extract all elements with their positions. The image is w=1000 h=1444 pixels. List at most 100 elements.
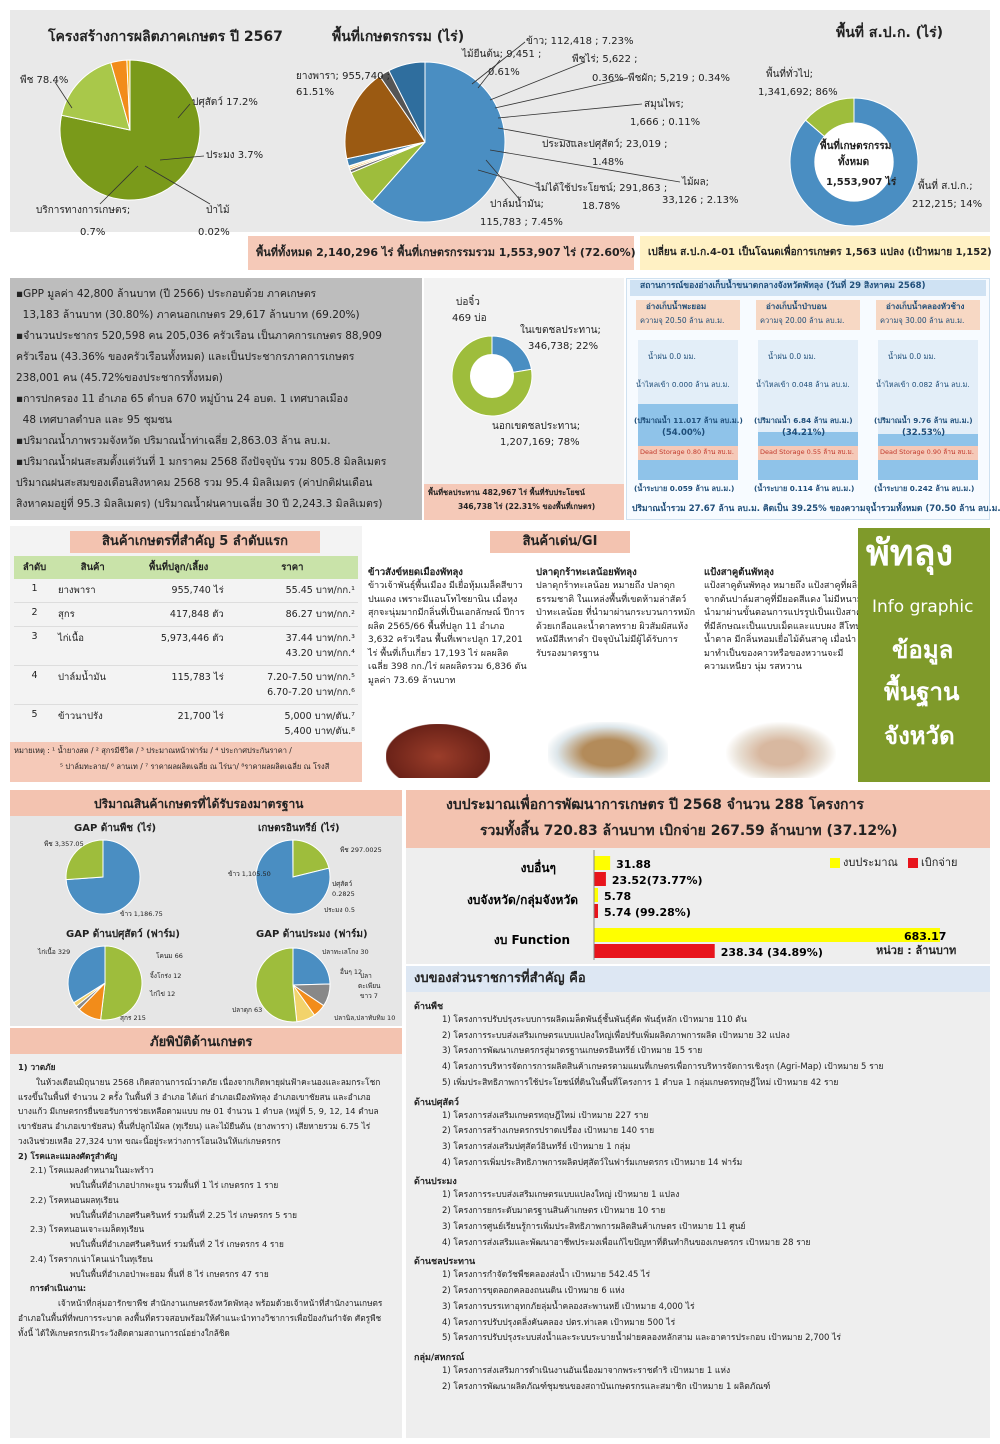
area-field-a: พืชไร่; 5,622 ; <box>572 54 638 65</box>
organic-l4: ประมง 0.5 <box>324 906 355 914</box>
reservoir-water <box>638 404 738 480</box>
reservoir-dead-bar <box>758 446 858 460</box>
gap-live-l5: สุกร 215 <box>120 1014 146 1022</box>
table-cell: ไก่เนื้อ <box>55 626 131 666</box>
agri-area-leader-lines <box>471 41 681 201</box>
structure-label-crop: พืช 78.4% <box>20 75 69 86</box>
alro-title: พื้นที่ ส.ป.ก. (ไร่) <box>836 25 943 41</box>
brand-data: ข้อมูล <box>892 636 954 664</box>
area-fishery-a: ประมงและปศุสัตว์; 23,019 ; <box>542 139 668 150</box>
reservoir-rain: น้ำฝน 0.0 มม. <box>888 352 936 361</box>
structure-label-service-b: 0.7% <box>80 227 106 238</box>
reservoir-release: (น้ำระบาย 0.114 ล้าน ลบ.ม.) <box>754 484 855 493</box>
total-area-text: พื้นที่ทั้งหมด 2,140,296 ไร่ พื้นที่เกษต… <box>256 246 636 259</box>
top5-header-cell: ราคา <box>226 556 358 579</box>
disaster-pest-title: 2.3) โรคหนอนเจาะเมล็ดทุเรียน <box>30 1224 145 1235</box>
irrigation-wells-b: 469 บ่อ <box>452 313 487 324</box>
spent-bar <box>594 872 606 886</box>
spent-value-label: 5.74 (99.28%) <box>604 906 691 919</box>
table-cell: 86.27 บาท/กก.² <box>226 602 358 627</box>
project-item: 4) โครงการบริหารจัดการการผลิตสินค้าเกษตร… <box>442 1062 884 1073</box>
table-cell: 5,973,446 ตัว <box>130 626 227 666</box>
project-item: 1) โครงการระบบส่งเสริมเกษตรแบบแปลงใหญ่ เ… <box>442 1190 680 1201</box>
gpp-line: 238,001 คน (45.72%ของประชากรทั้งหมด) <box>16 372 223 384</box>
gap-fish-l3c: ขาว 7 <box>360 992 378 1000</box>
legend-budget-swatch <box>830 858 840 868</box>
spent-value-label: 23.52(73.77%) <box>612 874 703 887</box>
project-item: 3) โครงการศูนย์เรียนรู้การเพิ่มประสิทธิภ… <box>442 1221 746 1232</box>
organic-l1: พืช 297.0025 <box>340 846 382 854</box>
alro-general-a: พื้นที่ทั่วไป; <box>766 69 813 80</box>
alro-center-b: ทั้งหมด <box>838 157 870 168</box>
gap-crop-l1: พืช 3,357.05 <box>44 840 84 848</box>
reservoir-dead: Dead Storage 0.90 ล้าน ลบ.ม. <box>880 448 974 456</box>
project-item: 4) โครงการเพิ่มประสิทธิภาพการผลิตปศุสัตว… <box>442 1157 743 1168</box>
gpp-line: ▪การปกครอง 11 อำเภอ 65 ตำบล 670 หมู่บ้าน… <box>16 393 348 405</box>
reservoir-name: อ่างเก็บน้ำป่าบอน <box>766 302 827 311</box>
gi-body: แป้งสาคูต้นพัทลุง หมายถึง แป้งสาคูที่ผลิ… <box>704 581 864 673</box>
gpp-bullets: ▪GPP มูลค่า 42,800 ล้านบาท (ปี 2566) ประ… <box>16 284 420 515</box>
structure-label-forest-b: 0.02% <box>198 227 230 238</box>
reservoir-dead: Dead Storage 0.80 ล้าน ลบ.ม. <box>640 448 734 456</box>
reservoir-card: อ่างเก็บน้ำป่าบอน ความจุ 20.00 ล้าน ลบ.ม… <box>752 300 864 500</box>
budget-category-label: งบอื่นๆ <box>521 859 556 875</box>
budget-bar <box>594 928 940 942</box>
organic-pie <box>255 839 331 915</box>
projects-title-bar <box>406 966 990 992</box>
gi-column: ปลาดุกร้าทะเลน้อยพัทลุงปลาดุกร้าทะเลน้อย… <box>536 566 696 661</box>
budget-value-label: 31.88 <box>616 858 651 871</box>
area-unused-b: 18.78% <box>582 201 621 212</box>
area-rubber-b: 61.51% <box>296 87 335 98</box>
structure-slice-1 <box>60 62 131 131</box>
reservoir-capacity: ความจุ 30.00 ล้าน ลบ.ม. <box>880 316 965 325</box>
disaster-h3: การดำเนินงาน: <box>30 1283 87 1294</box>
top5-header-cell: สินค้า <box>55 556 131 579</box>
disaster-pest-detail: พบในพื้นที่อำเภอศรีนครินทร์ รวมพื้นที่ 2… <box>70 1209 298 1220</box>
disaster-body: 1) วาตภัย ในห้วงเดือนมิถุนายน 2568 เกิดส… <box>18 1060 394 1341</box>
organic-slice-1 <box>255 839 331 915</box>
budget-unit: หน่วย : ล้านบาท <box>876 944 957 957</box>
budget-value-label: 683.17 <box>904 930 946 943</box>
table-cell: 37.44 บาท/กก.³ 43.20 บาท/กก.⁴ <box>226 626 358 666</box>
area-perennial-a: ไม้ยืนต้น; 9,451 ; <box>462 49 542 60</box>
alro-center-c: 1,553,907 ไร่ <box>826 177 897 188</box>
area-herb-b: 1,666 ; 0.11% <box>630 117 701 128</box>
area-fishery-b: 1.48% <box>592 157 624 168</box>
reservoir-title: สถานการณ์ของอ่างเก็บน้ำขนาดกลางจังหวัดพั… <box>640 281 926 291</box>
brand-basic: พื้นฐาน <box>884 678 960 706</box>
projects-section-head: ด้านพืช <box>414 1002 444 1012</box>
gi-head: ปลาดุกร้าทะเลน้อยพัทลุง <box>536 567 637 578</box>
top5-header-cell: พื้นที่ปลูก/เลี้ยง <box>130 556 227 579</box>
structure-title: โครงสร้างการผลิตภาคเกษตร ปี 2567 <box>48 29 283 45</box>
gap-fish-l5: ปลาดุก 63 <box>232 1006 263 1014</box>
reservoir-percent: (34.21%) <box>782 428 826 438</box>
structure-leader-lines <box>54 81 211 205</box>
reservoir-header <box>876 300 980 330</box>
reservoir-dead-bar <box>638 446 738 460</box>
project-item: 2) โครงการยกระดับมาตรฐานสินค้าเกษตร เป้า… <box>442 1206 666 1217</box>
structure-label-service-a: บริการทางการเกษตร; <box>36 205 131 216</box>
projects-section-head: ด้านประมง <box>414 1177 457 1188</box>
table-cell: 115,783 ไร่ <box>130 665 227 705</box>
gpp-line: ▪ปริมาณน้ำฝนสะสมตั้งแต่วันที่ 1 มกราคม 2… <box>16 456 387 468</box>
structure-label-livestock: ปศุสัตว์ 17.2% <box>192 97 258 108</box>
reservoir-inflow: น้ำไหลเข้า 0.048 ล้าน ลบ.ม. <box>756 380 850 389</box>
alro-alro-b: 212,215; 14% <box>912 199 983 210</box>
reservoir-card: อ่างเก็บน้ำคลองหัวช้าง ความจุ 30.00 ล้าน… <box>872 300 984 500</box>
irrigation-footer-bar <box>424 484 624 520</box>
irrigation-donut <box>451 335 533 417</box>
gpp-line: ปริมาณฝนสะสมของเดือนสิงหาคม 2568 รวม 95.… <box>16 477 373 489</box>
gi-head: ข้าวสังข์หยดเมืองพัทลุง <box>368 567 463 578</box>
rice-photo <box>386 724 490 778</box>
budget-title-b: รวมทั้งสิ้น 720.83 ล้านบาท เบิกจ่าย 267.… <box>480 823 898 839</box>
fish-photo <box>548 722 668 778</box>
project-item: 4) โครงการส่งเสริมและพัฒนาอาชีพประมงเพื่… <box>442 1237 811 1248</box>
spent-bar <box>594 904 598 918</box>
gi-column: ข้าวสังข์หยดเมืองพัทลุงข้าวเจ้าพันธุ์พื้… <box>368 566 528 688</box>
reservoir-volume: (ปริมาณน้ำ 9.76 ล้าน ลบ.ม.) <box>874 416 973 425</box>
disaster-p3: เจ้าหน้าที่กลุ่มอารักขาพืช สำนักงานเกษตร… <box>18 1298 383 1338</box>
spent-bar <box>594 944 715 958</box>
table-cell: 5,000 บาท/ตัน.⁷ 5,400 บาท/ตัน.⁸ <box>226 704 358 744</box>
table-cell: 7.20-7.50 บาท/กก.⁵ 6.70-7.20 บาท/กก.⁶ <box>226 665 358 705</box>
